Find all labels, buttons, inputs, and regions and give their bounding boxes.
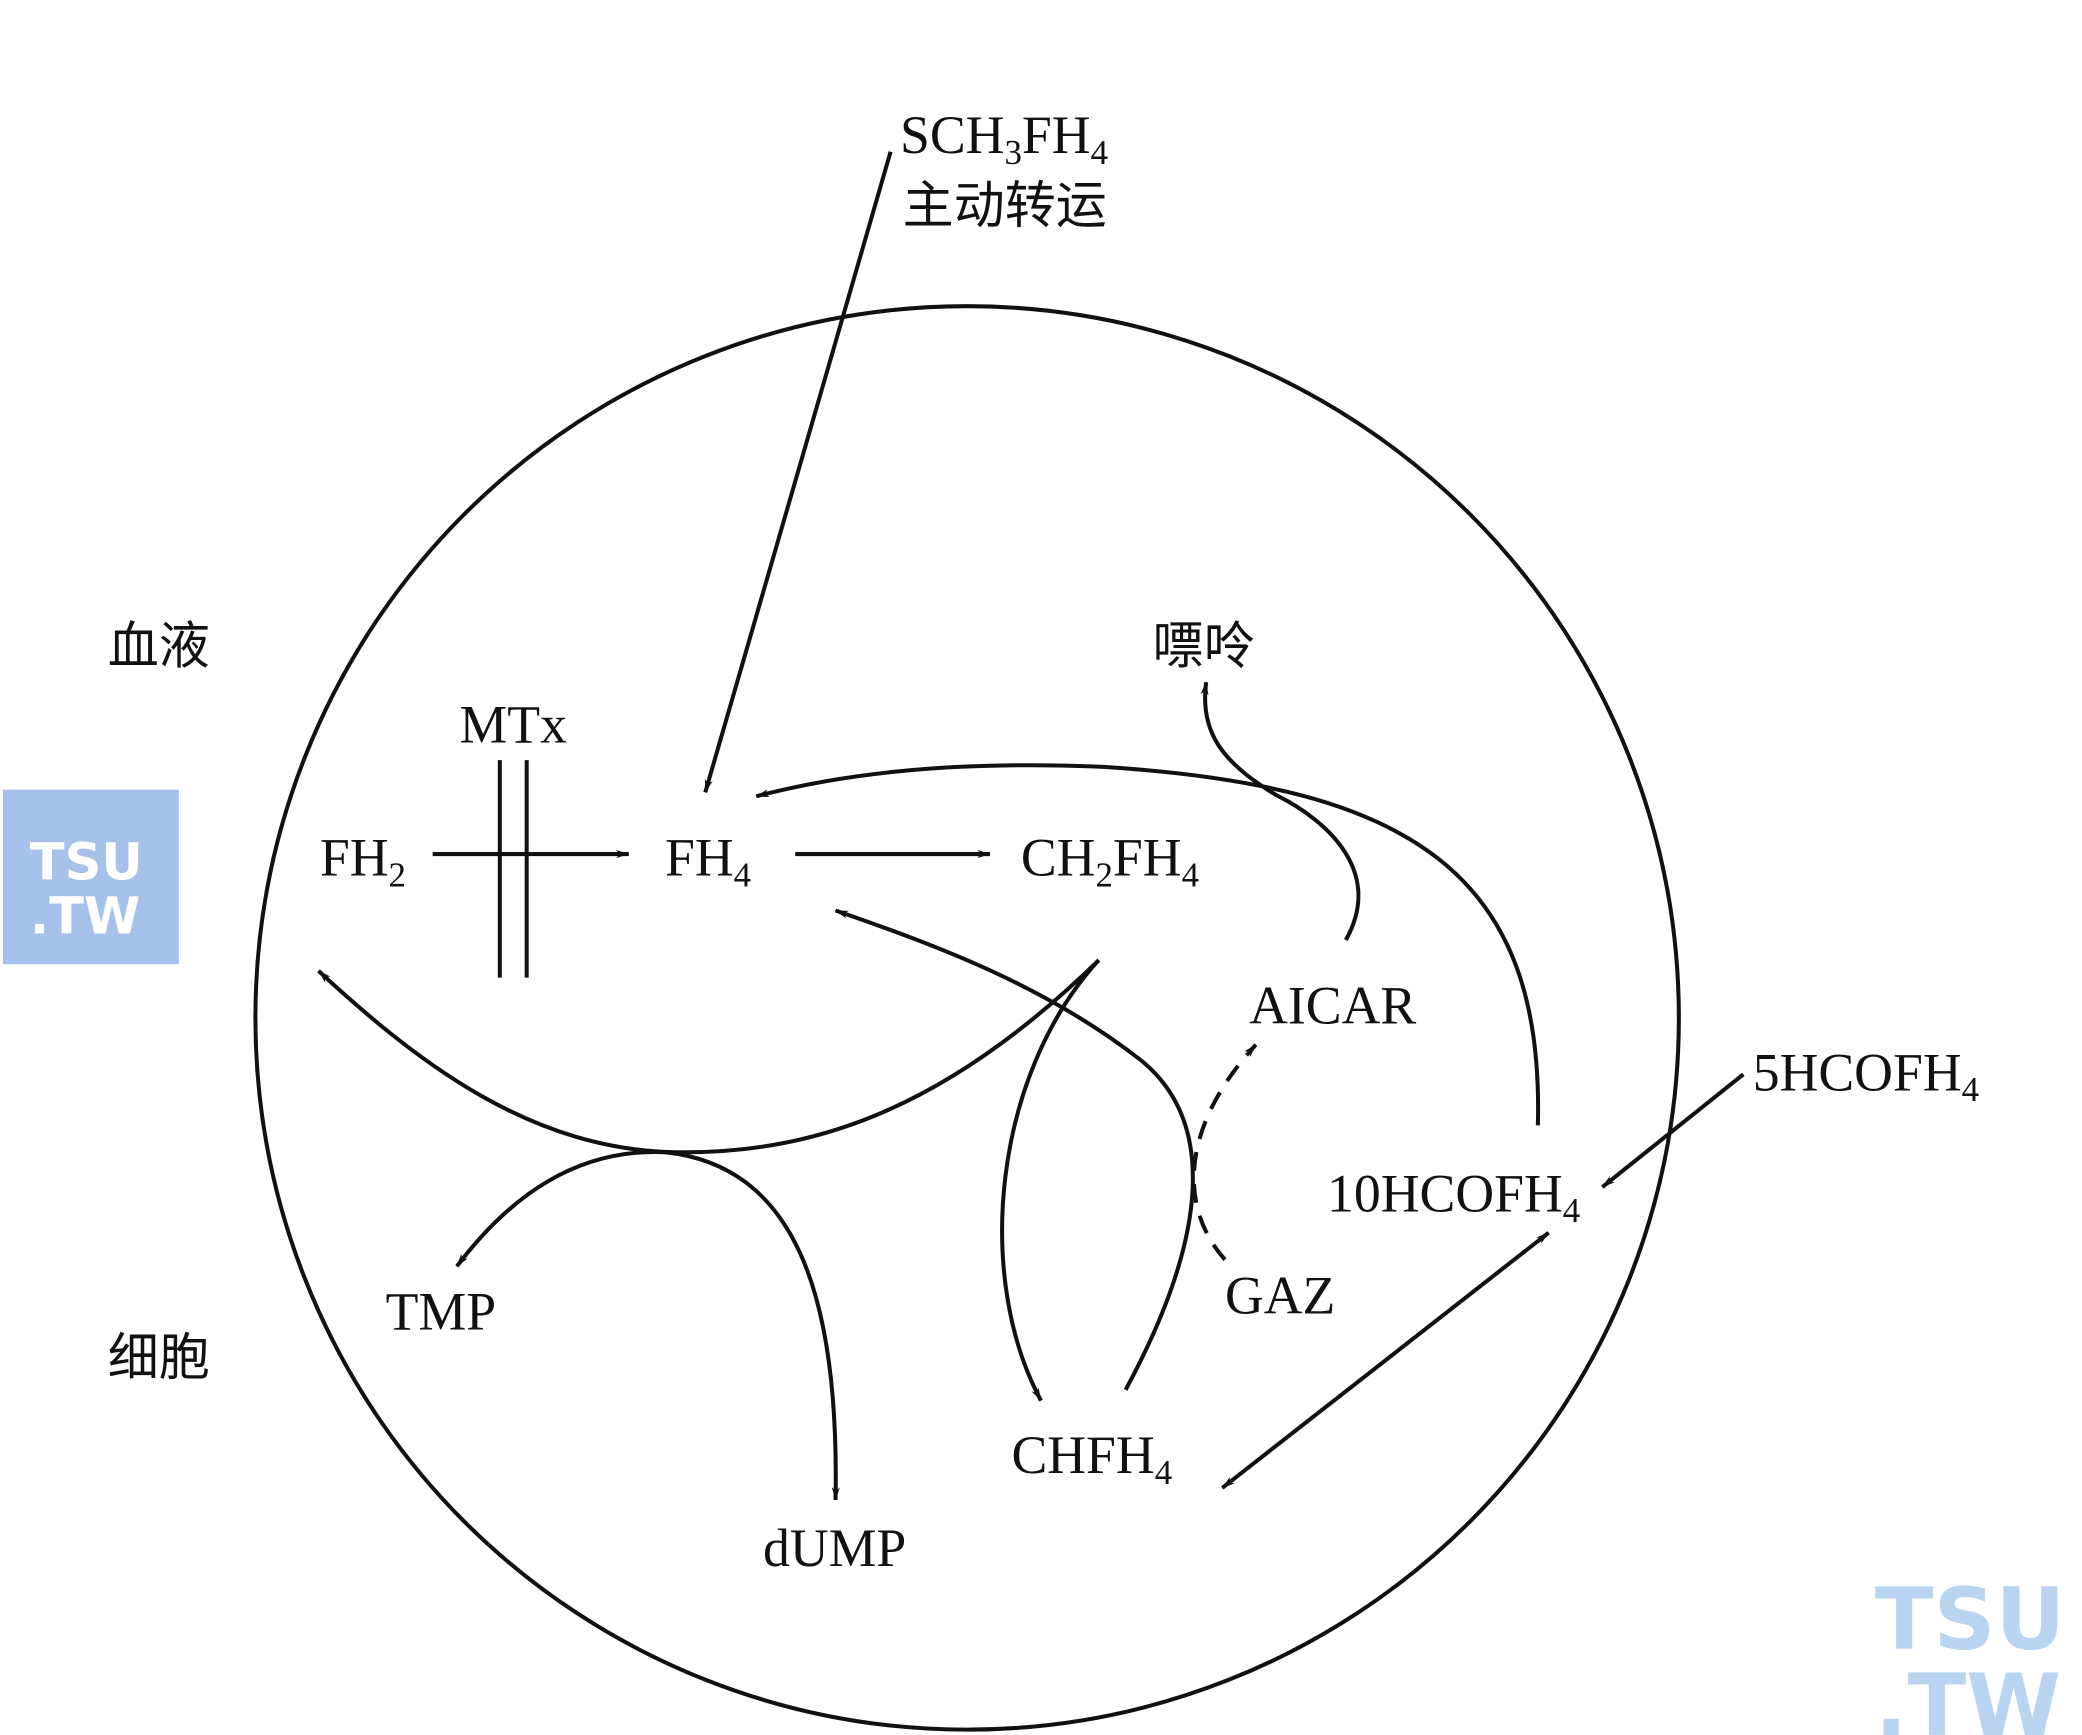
arrow-chfh4-to-fh4 <box>834 908 1195 1391</box>
arrow-10hcofh4-chfh4-bidirectional <box>1221 1231 1550 1490</box>
label-fh4: FH4 <box>665 828 751 895</box>
label-dump: dUMP <box>763 1518 906 1578</box>
label-purine: 嘌呤 <box>1152 617 1254 676</box>
watermark-bottom-right: TSU .TW <box>1875 1570 2065 1735</box>
label-10hcofh4: 10HCOFH4 <box>1327 1163 1580 1230</box>
arrow-to-tmp <box>455 1149 666 1268</box>
arrow-ch2fh4-to-fh2 <box>317 958 1101 1155</box>
arrow-10hcofh4-to-fh4 <box>755 763 1541 1126</box>
cell-membrane <box>253 304 1681 1732</box>
arrow-to-dump <box>664 1150 840 1501</box>
label-mtx: MTx <box>460 695 568 755</box>
watermark-text-1: TSU <box>1875 1570 2065 1670</box>
watermark-text-1: TSU <box>30 834 143 893</box>
label-chfh4: CHFH4 <box>1011 1425 1172 1492</box>
label-ch2fh4: CH2FH4 <box>1021 828 1199 895</box>
label-5hcofh4: 5HCOFH4 <box>1753 1042 1979 1109</box>
arrow-ch2fh4-to-chfh4 <box>1000 958 1101 1402</box>
label-cell: 细胞 <box>108 1329 210 1388</box>
label-active-transport: 主动转运 <box>903 177 1107 236</box>
arrow-aicar-to-purine <box>1200 681 1361 941</box>
label-aicar: AICAR <box>1249 975 1416 1035</box>
watermark-box <box>2 789 179 965</box>
arrow-gaz-to-aicar-dashed <box>1191 1043 1258 1261</box>
watermark-left: TSU .TW <box>2 789 179 965</box>
watermark-text-2: .TW <box>30 887 140 946</box>
label-blood: 血液 <box>108 617 210 676</box>
arrow-5hcofh4-to-10hcofh4 <box>1601 1072 1745 1189</box>
arrow-transport-to-fh4 <box>703 151 893 793</box>
label-tmp: TMP <box>386 1281 496 1341</box>
label-fh2: FH2 <box>320 828 406 895</box>
label-gaz: GAZ <box>1225 1265 1335 1325</box>
label-sch3fh4: SCH3FH4 <box>900 105 1108 172</box>
watermark-text-2: .TW <box>1875 1656 2061 1735</box>
